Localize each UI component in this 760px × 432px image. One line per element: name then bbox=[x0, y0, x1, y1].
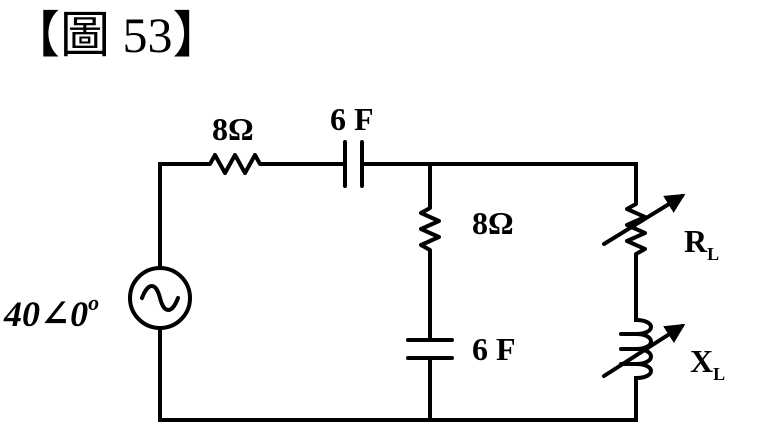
load-inductor-coil bbox=[619, 318, 653, 380]
variable-load-inductor bbox=[602, 318, 686, 380]
series-capacitor bbox=[343, 140, 364, 188]
source-degree-sup: o bbox=[88, 290, 99, 315]
sine-wave-icon bbox=[140, 284, 180, 312]
load-reactance-label: XL bbox=[690, 343, 725, 384]
shunt-capacitor-label: 6 F bbox=[472, 331, 516, 367]
ac-source bbox=[128, 266, 192, 330]
load-inductor-variable-arrow bbox=[602, 323, 686, 378]
source-value: 40∠0 bbox=[3, 294, 88, 334]
ac-source-circle bbox=[128, 266, 192, 330]
source-label: 40∠0o bbox=[3, 290, 99, 334]
load-resistor-variable-arrow bbox=[602, 193, 686, 246]
load-resistor-label-main: R bbox=[684, 223, 708, 259]
load-resistor-label-sub: L bbox=[707, 244, 719, 264]
series-resistor bbox=[203, 153, 264, 175]
load-resistor-zigzag bbox=[625, 198, 647, 258]
load-reactance-label-sub: L bbox=[713, 364, 725, 384]
series-capacitor-label: 6 F bbox=[330, 101, 374, 137]
circuit-wires bbox=[158, 162, 638, 422]
shunt-capacitor bbox=[406, 338, 454, 360]
figure-title: 【圖 53】 bbox=[10, 7, 223, 63]
variable-load-resistor bbox=[602, 193, 686, 258]
shunt-resistor-label: 8Ω bbox=[472, 205, 514, 241]
series-resistor-label: 8Ω bbox=[212, 111, 254, 147]
load-reactance-label-main: X bbox=[690, 343, 713, 379]
shunt-resistor bbox=[419, 203, 441, 255]
load-resistor-label: RL bbox=[684, 223, 719, 264]
